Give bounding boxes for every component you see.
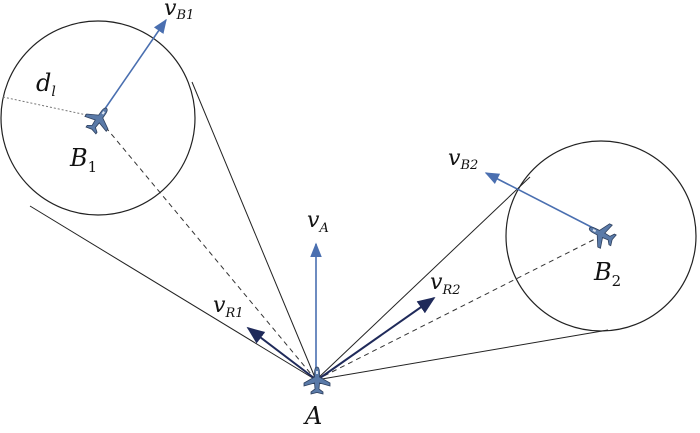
label-va: vA — [307, 208, 329, 236]
radius-dl-line — [2, 96, 97, 118]
label-a: A — [303, 402, 322, 430]
label-vr2: vR2 — [430, 270, 461, 298]
tangent-line-b2-lower — [315, 329, 609, 381]
line-of-sight-b1 — [97, 117, 317, 381]
tangent-line-b1-outer — [29, 205, 317, 381]
relative-velocity-arrow-vr2 — [319, 296, 436, 379]
line-of-sight-b2 — [315, 235, 602, 381]
label-b2: B2 — [593, 258, 621, 290]
velocity-arrow-vb2 — [484, 172, 602, 233]
label-vb2: vB2 — [448, 146, 478, 173]
aircraft-icon — [583, 216, 620, 253]
aircraft-icon — [79, 100, 118, 139]
label-b1: B1 — [69, 144, 97, 176]
tangent-line-b1-inner — [191, 81, 317, 381]
label-dl: dl — [36, 69, 56, 100]
label-vb1: vB1 — [164, 0, 194, 23]
tangent-line-b2-upper — [315, 176, 531, 381]
label-vr1: vR1 — [213, 293, 244, 321]
relative-velocity-arrow-vr1 — [246, 326, 315, 379]
obstacle-circle-b1 — [0, 20, 196, 216]
velocity-arrow-vb1 — [99, 18, 167, 117]
